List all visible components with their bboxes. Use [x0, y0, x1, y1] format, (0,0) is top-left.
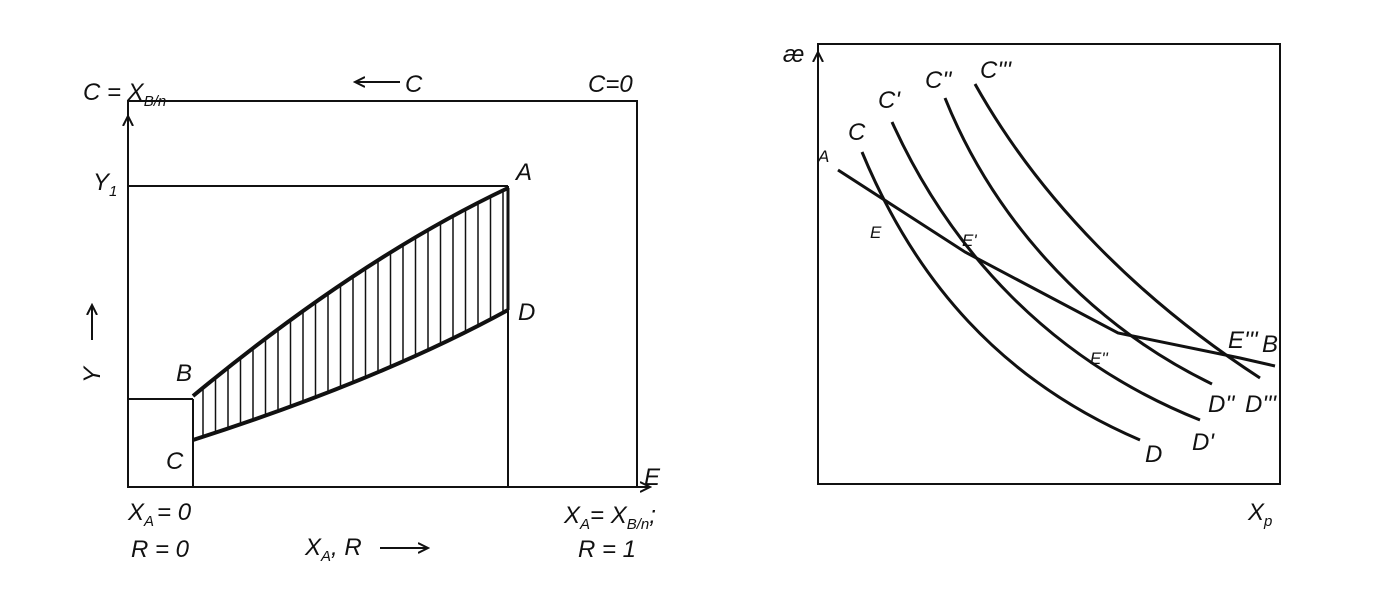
label-c-equals-xbn: C = XB/n	[83, 79, 166, 110]
label-point-e1: E'	[962, 231, 977, 250]
curve-cd	[860, 151, 1141, 442]
label-point-d: D	[518, 299, 535, 326]
label-c-top: C	[405, 71, 423, 98]
curve-c2d2	[943, 97, 1213, 386]
label-r-one: R = 1	[578, 536, 636, 563]
label-point-c: C	[166, 448, 184, 475]
label-point-a: A	[817, 147, 829, 166]
left-frame	[127, 100, 638, 488]
label-point-e: E	[644, 464, 661, 491]
label-point-e: E	[870, 223, 882, 242]
right-frame	[817, 43, 1281, 485]
label-xp-axis: Xp	[1247, 499, 1272, 530]
label-curve-c2: C''	[925, 67, 953, 94]
label-curve-d1: D'	[1192, 429, 1215, 456]
line-ab	[837, 168, 1276, 368]
label-kappa-axis: æ	[783, 41, 804, 68]
label-point-a: A	[514, 159, 532, 186]
label-point-e2: E''	[1090, 349, 1109, 368]
right-diagram: æ Xp C C' C'' C''' D D' D'' D''' A B E E…	[783, 41, 1281, 530]
left-diagram: C = XB/n C C=0 Y1 Y A B C D E XA= 0 R = …	[79, 71, 661, 565]
label-curve-c: C	[848, 119, 866, 146]
label-curve-c1: C'	[878, 87, 901, 114]
label-point-e3: E'''	[1228, 327, 1259, 354]
curve-ba	[191, 186, 509, 398]
label-c-zero: C=0	[588, 71, 633, 98]
curve-c1d1	[890, 121, 1201, 422]
label-xa-zero: XA= 0	[127, 499, 192, 530]
label-y-axis: Y	[79, 365, 106, 383]
curve-c3d3	[973, 83, 1261, 380]
label-xa-r: XA, R	[304, 534, 362, 565]
label-curve-d2: D''	[1208, 391, 1236, 418]
label-y1: Y1	[93, 169, 117, 200]
hatching	[202, 190, 504, 437]
label-point-b: B	[176, 360, 192, 387]
label-curve-d: D	[1145, 441, 1162, 468]
label-xa-equals-xbn: XA= XB/n;	[563, 502, 656, 533]
label-curve-d3: D'''	[1245, 391, 1277, 418]
label-curve-c3: C'''	[980, 57, 1012, 84]
label-r-zero: R = 0	[131, 536, 190, 563]
label-point-b: B	[1262, 331, 1278, 358]
